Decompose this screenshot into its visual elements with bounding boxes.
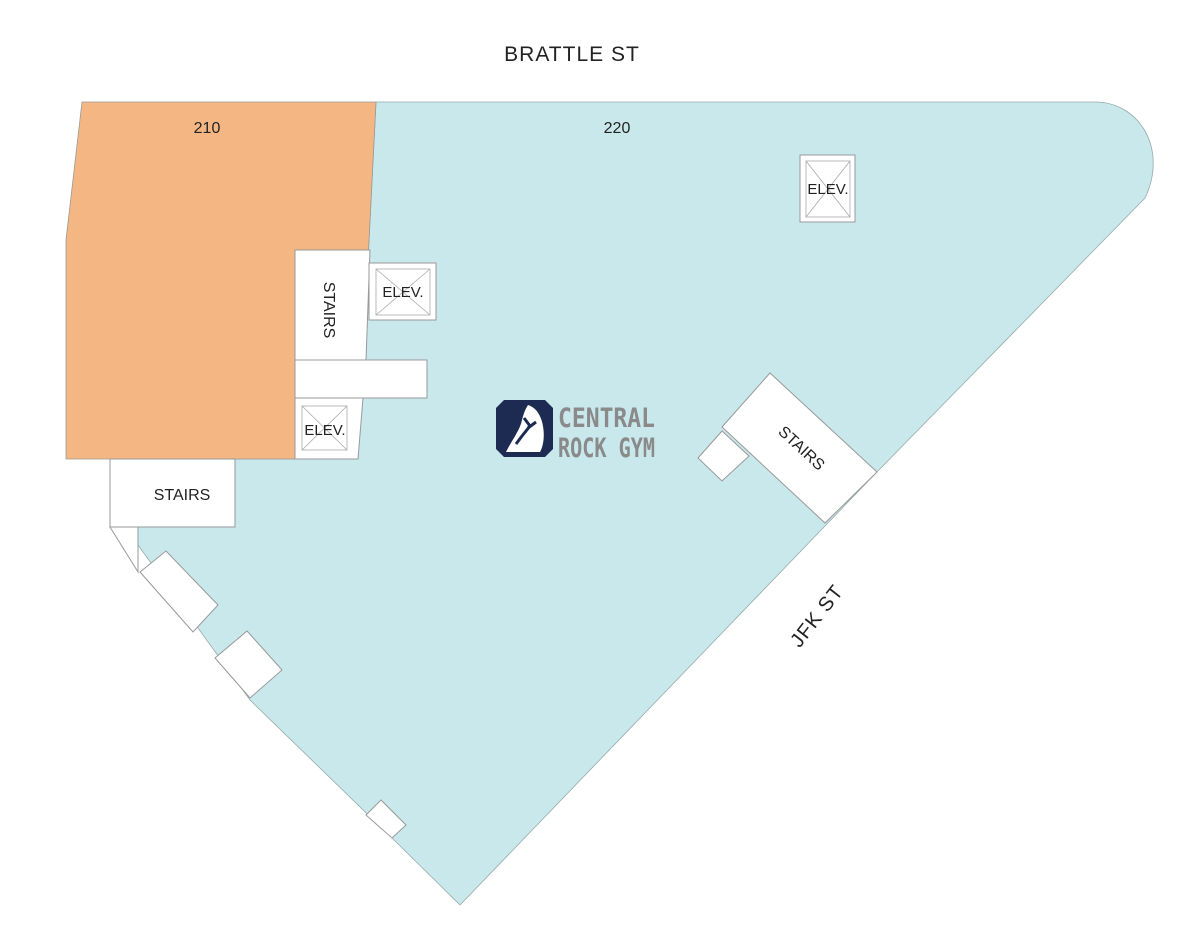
- central-rock-gym-logo: CENTRAL ROCK GYM: [496, 400, 655, 464]
- building-core: [109, 154, 878, 839]
- suite-label-220: 220: [604, 120, 631, 137]
- elev-label-lower: ELEV.: [304, 422, 345, 439]
- column-box: [139, 550, 219, 633]
- stairs-label-center: STAIRS: [320, 282, 337, 339]
- column-box: [697, 430, 750, 482]
- street-label-jfk: JFK ST: [786, 581, 848, 652]
- stairs-box-west: [109, 458, 236, 528]
- logo-text-line2: ROCK GYM: [558, 433, 655, 464]
- elev-label-north: ELEV.: [807, 181, 848, 198]
- stairs-box-east: [721, 372, 878, 524]
- climber-icon: [514, 417, 537, 445]
- column-box: [365, 799, 407, 839]
- stairs-label-west: STAIRS: [154, 487, 211, 504]
- elevator-x-icon: [301, 160, 851, 451]
- column-box: [214, 630, 283, 699]
- logo-text-line1: CENTRAL: [558, 403, 655, 434]
- street-label-brattle: BRATTLE ST: [504, 43, 640, 66]
- elevator-box-lower: [294, 397, 364, 460]
- elev-label-center: ELEV.: [382, 284, 423, 301]
- stairs-box-center: [294, 249, 371, 361]
- suite-label-210: 210: [194, 120, 221, 137]
